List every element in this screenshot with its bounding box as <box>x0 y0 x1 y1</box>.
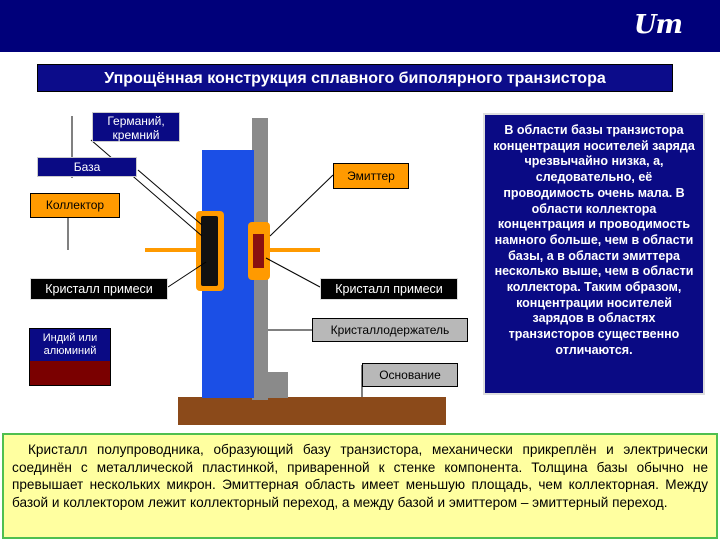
label-germanium: Германий, кремний <box>92 112 180 142</box>
logo: Um <box>633 10 683 40</box>
slide-title: Упрощённая конструкция сплавного биполяр… <box>37 64 673 92</box>
bottom-text: Кристалл полупроводника, образующий базу… <box>12 442 708 510</box>
leader-emitter <box>269 174 334 237</box>
label-emitter: Эмиттер <box>333 163 409 189</box>
emitter-impurity-core <box>253 234 264 268</box>
label-holder: Кристаллодержатель <box>312 318 468 342</box>
leader-impurity-left <box>167 261 207 288</box>
foundation-plate <box>178 397 446 425</box>
label-base: База <box>37 157 137 177</box>
leader-germanium <box>90 139 203 237</box>
description-box: В области базы транзистора концентрация … <box>483 113 705 395</box>
label-indium-swatch <box>30 361 110 385</box>
bottom-text-box: Кристалл полупроводника, образующий базу… <box>2 433 718 539</box>
label-foundation: Основание <box>362 363 458 387</box>
label-collector: Коллектор <box>30 193 120 218</box>
collector-impurity-core <box>201 216 218 286</box>
label-impurity-right: Кристалл примеси <box>320 278 458 300</box>
label-impurity-left: Кристалл примеси <box>30 278 168 300</box>
header-bar: Um <box>0 0 720 52</box>
label-indium: Индий или алюминий <box>29 328 111 386</box>
label-indium-text: Индий или алюминий <box>30 329 110 361</box>
crystal-holder-foot <box>252 372 288 398</box>
leader-base-diag <box>137 169 203 226</box>
leader-impurity-right <box>265 257 321 288</box>
